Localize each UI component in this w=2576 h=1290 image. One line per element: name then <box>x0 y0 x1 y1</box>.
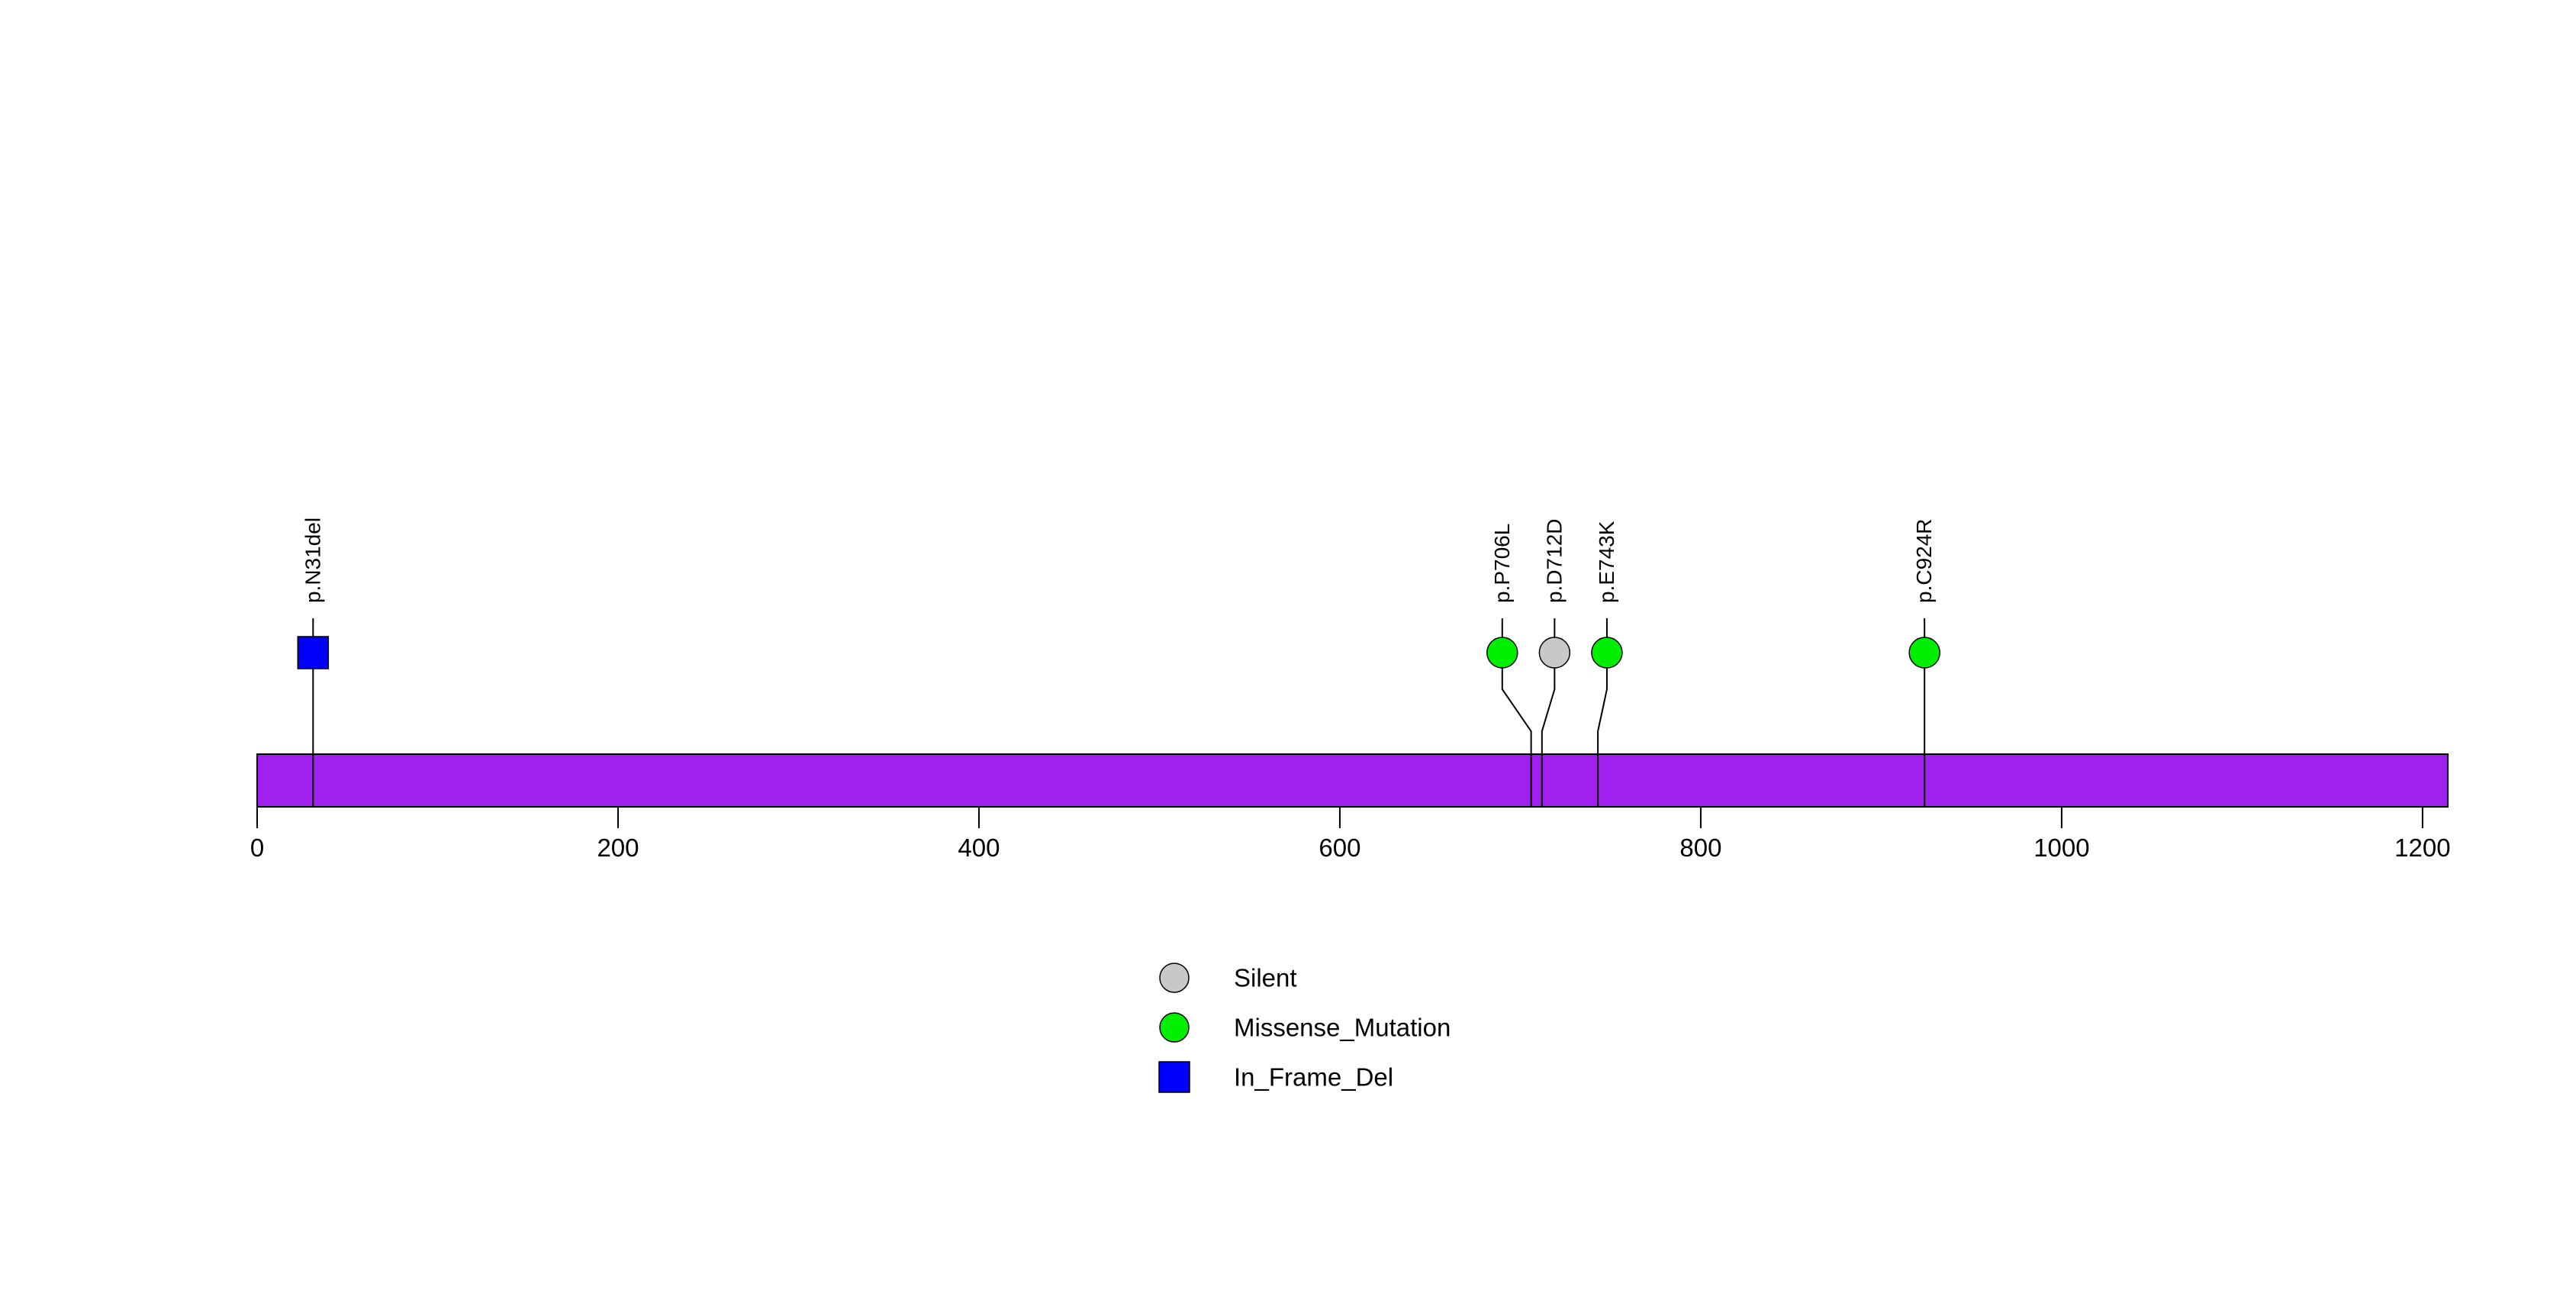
axis-tick-label: 200 <box>597 834 639 862</box>
mutation-label: p.D712D <box>1542 518 1566 603</box>
axis-tick-label: 600 <box>1319 834 1360 862</box>
mutation-marker-circle <box>1591 637 1623 669</box>
axis-tick-label: 1000 <box>2033 834 2089 862</box>
legend-swatch-square <box>1158 1061 1190 1093</box>
mutation-marker-circle <box>1538 637 1571 669</box>
mutation-marker-circle <box>1486 637 1518 669</box>
protein-bar <box>256 753 2449 808</box>
axis-tick-label: 1200 <box>2394 834 2450 862</box>
legend-label: In_Frame_Del <box>1234 1063 1393 1092</box>
axis-tick-label: 800 <box>1679 834 1721 862</box>
mutation-marker-square <box>297 636 330 669</box>
mutation-label: p.N31del <box>301 518 324 603</box>
mutation-label: p.E743K <box>1595 521 1618 603</box>
legend-swatch-circle <box>1159 1012 1190 1043</box>
axis-tick-label: 400 <box>958 834 1000 862</box>
legend-label: Silent <box>1234 964 1297 992</box>
legend-label: Missense_Mutation <box>1234 1014 1451 1042</box>
mutation-marker-circle <box>1908 637 1940 669</box>
axis-tick-label: 0 <box>250 834 264 862</box>
legend-swatch-circle <box>1159 963 1190 993</box>
mutation-label: p.C924R <box>1912 518 1936 603</box>
mutation-label: p.P706L <box>1490 524 1514 603</box>
